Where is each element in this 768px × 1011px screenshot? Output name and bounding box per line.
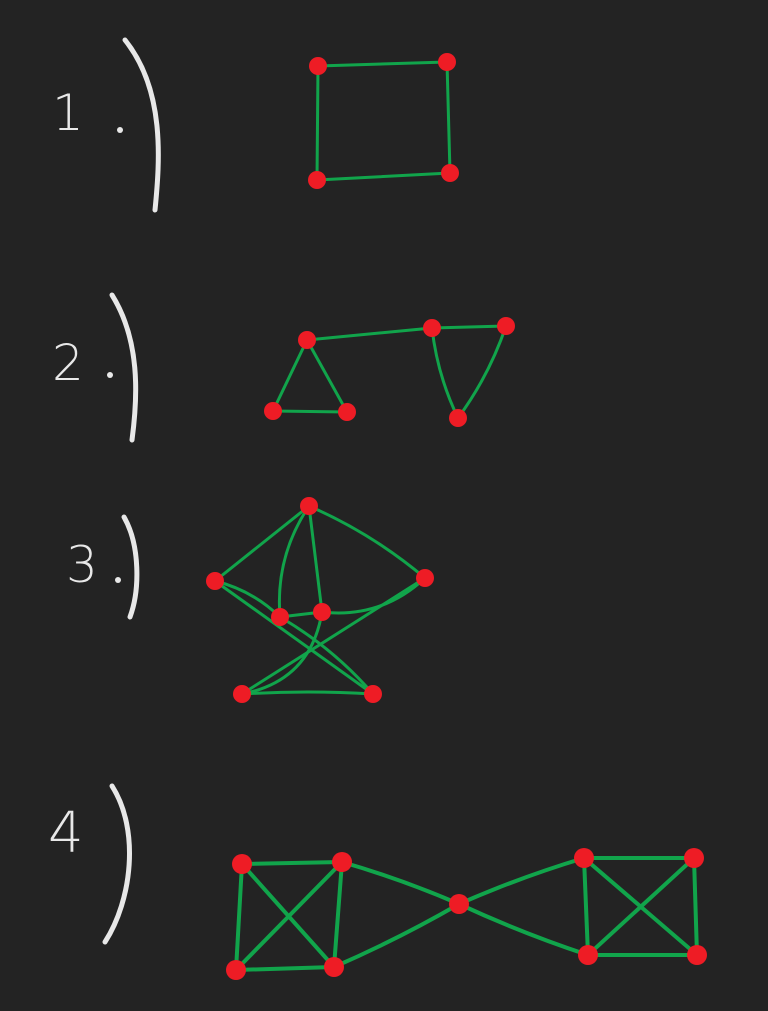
graph-2-edge-d-e — [430, 324, 508, 330]
graph-4-edge-l1-l2 — [234, 860, 344, 972]
label-2-number: 2 — [52, 334, 84, 392]
label-2: 2 — [52, 292, 139, 443]
graph-4-edge-c-r0 — [457, 856, 586, 906]
graph-4-edge-l1-l3 — [332, 860, 344, 969]
graph-3-nodes — [206, 497, 434, 703]
label-3-number: 3 — [66, 536, 98, 594]
graph-1-edge-c-a — [315, 64, 320, 182]
graph-1-node-c — [308, 171, 326, 189]
graph-2-nodes — [264, 317, 515, 427]
graph-3-node-o1 — [416, 569, 434, 587]
graph-2-edge-b-c — [271, 409, 349, 414]
graph-4-edge-r1-r2 — [586, 856, 696, 957]
graph-3-edge-o0-i0 — [307, 504, 324, 614]
graph-3-node-i0 — [313, 603, 331, 621]
graph-1-edge-b-d — [445, 60, 452, 175]
graph-2-node-d — [423, 319, 441, 337]
graph-2-edge-a-d — [305, 326, 434, 342]
label-4-paren — [102, 783, 133, 945]
graph-3-edge-o0-o1 — [307, 504, 427, 580]
graph-1-edge-a-b — [316, 60, 449, 68]
graph-4-edge-l0-l1 — [240, 860, 344, 866]
graph-3 — [206, 497, 434, 703]
graph-4-edge-r0-r2 — [582, 856, 590, 957]
label-1: 1 — [52, 37, 161, 213]
graph-4-edge-c-r2 — [457, 902, 590, 957]
label-3-paren — [121, 514, 140, 620]
graph-4-edge-l3-c — [332, 902, 461, 969]
graph-4 — [226, 848, 707, 980]
graph-1-node-d — [441, 164, 459, 182]
label-1-dot — [117, 127, 123, 133]
graph-4-node-l0 — [232, 854, 252, 874]
graph-3-edges — [213, 504, 427, 696]
graph-4-edge-l0-l2 — [234, 862, 244, 972]
graph-2-edge-a-c — [305, 338, 349, 414]
graph-3-edge-o0-i1 — [277, 504, 311, 619]
label-3-dot — [115, 577, 121, 583]
graph-4-node-l1 — [332, 852, 352, 872]
graph-2 — [264, 317, 515, 427]
graph-4-node-l2 — [226, 960, 246, 980]
graph-1-node-b — [438, 53, 456, 71]
graph-4-node-l3 — [324, 957, 344, 977]
graph-3-edge-o1-i0 — [320, 576, 427, 615]
graph-4-nodes — [226, 848, 707, 980]
graph-4-node-c — [449, 894, 469, 914]
label-4: 4 — [48, 783, 133, 945]
graph-4-node-r3 — [687, 945, 707, 965]
graph-3-edge-o1-o3 — [240, 576, 427, 696]
graph-4-edge-l2-l3 — [234, 965, 336, 972]
graph-2-edge-d-f — [430, 326, 460, 420]
graph-1-edges — [315, 60, 452, 182]
label-1-paren — [122, 37, 161, 213]
graph-4-node-r0 — [574, 848, 594, 868]
graph-2-edge-a-b — [271, 338, 309, 413]
graph-4-node-r2 — [578, 945, 598, 965]
label-2-paren — [109, 292, 139, 443]
graph-2-node-f — [449, 409, 467, 427]
graph-2-node-a — [298, 331, 316, 349]
graph-2-node-b — [264, 402, 282, 420]
graph-3-edge-o4-o2 — [213, 579, 375, 696]
graph-2-node-c — [338, 403, 356, 421]
graph-2-node-e — [497, 317, 515, 335]
graph-4-edge-l1-c — [340, 860, 461, 906]
graph-1-nodes — [308, 53, 459, 189]
label-2-dot — [107, 372, 113, 378]
graph-1-node-a — [309, 57, 327, 75]
graph-3-edge-o2-i1 — [278, 615, 375, 696]
label-3: 3 — [66, 514, 140, 620]
graph-4-edge-r1-r3 — [692, 856, 699, 957]
graph-4-edges — [234, 855, 699, 972]
graph-3-edge-o3-i0 — [240, 610, 324, 696]
graph-3-node-o3 — [233, 685, 251, 703]
graph-3-node-o4 — [206, 572, 224, 590]
graph-3-edge-o2-o3 — [240, 690, 375, 696]
label-1-number: 1 — [52, 84, 84, 142]
graph-3-node-o0 — [300, 497, 318, 515]
graph-1 — [308, 53, 459, 189]
graph-4-node-r1 — [684, 848, 704, 868]
label-4-number: 4 — [48, 801, 84, 866]
graph-3-edge-o0-o4 — [213, 504, 311, 583]
graph-1-edge-d-c — [315, 171, 452, 182]
graph-3-node-o2 — [364, 685, 382, 703]
graph-3-node-i1 — [271, 608, 289, 626]
graph-2-edge-e-f — [456, 324, 508, 420]
